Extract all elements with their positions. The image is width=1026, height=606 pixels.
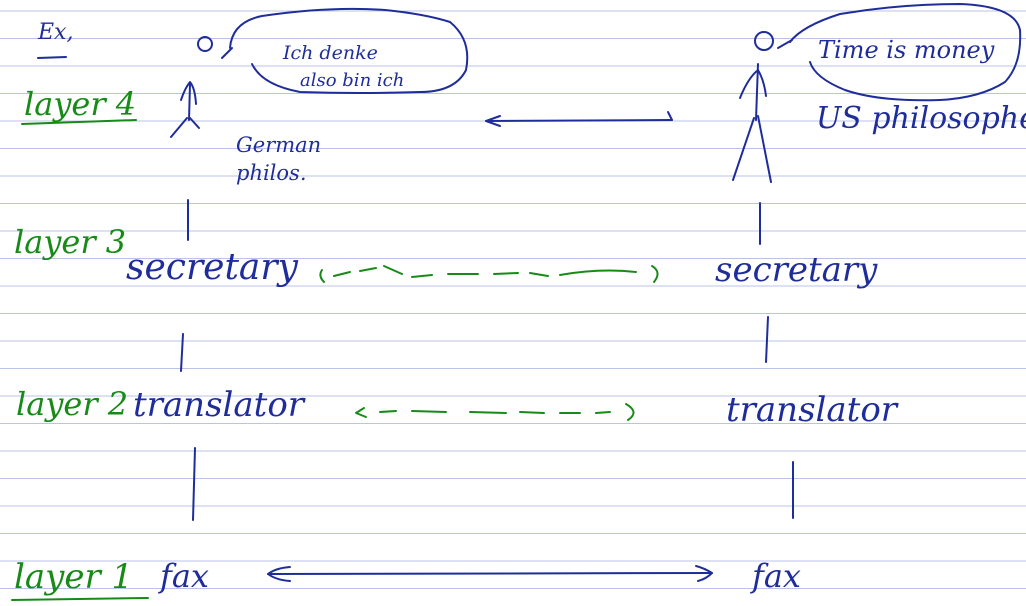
right-connector-3-2 — [765, 316, 769, 363]
left-thought-bubble — [229, 7, 469, 94]
left-connector-3-2 — [180, 333, 184, 372]
right-person-icon — [732, 31, 774, 183]
layer1-label: layer 1 — [14, 557, 134, 597]
left-fax: fax — [160, 557, 209, 595]
layer1-peer-arrow — [267, 565, 713, 582]
layer4-peer-arrow — [485, 111, 673, 127]
left-bubble-text-line2: also bin ich — [300, 70, 405, 91]
layer3-peer-arrow — [319, 265, 659, 283]
left-role-line2: philos. — [236, 161, 307, 185]
layer4-label: layer 4 — [24, 85, 137, 123]
right-fax: fax — [752, 557, 801, 595]
right-translator: translator — [726, 390, 898, 430]
example-label: Ex, — [38, 20, 74, 45]
right-secretary: secretary — [715, 250, 878, 290]
right-bubble-text: Time is money — [818, 36, 995, 64]
example-underline — [37, 56, 67, 59]
right-thought-bubble — [789, 3, 1022, 102]
layer2-peer-arrow — [355, 403, 635, 421]
layer1-underline — [11, 597, 149, 601]
layer4-underline — [21, 119, 137, 125]
left-bubble-text-line1: Ich denke — [283, 42, 378, 64]
layer2-label: layer 2 — [16, 385, 129, 423]
left-secretary: secretary — [126, 247, 298, 288]
left-role-line1: German — [236, 133, 322, 157]
right-role: US philosophes — [816, 101, 1026, 136]
layer3-label: layer 3 — [14, 223, 127, 261]
left-translator: translator — [133, 385, 305, 425]
left-person-icon — [170, 36, 213, 138]
left-connector-2-1 — [192, 447, 196, 521]
